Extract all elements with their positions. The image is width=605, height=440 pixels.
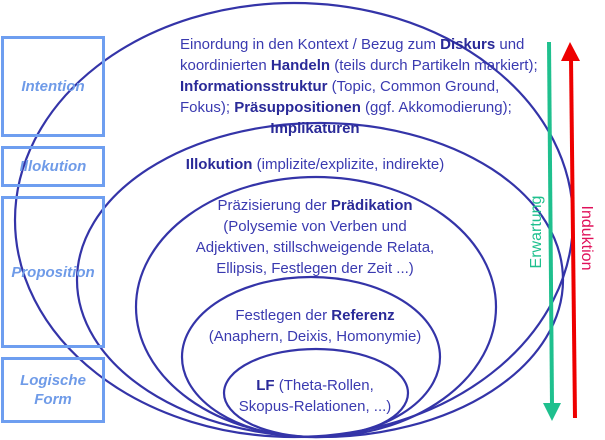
illokution-description: Illokution (implizite/explizite, indirek… xyxy=(185,156,445,173)
ellipse-lf xyxy=(222,347,410,439)
intention-description: Einordung in den Kontext / Bezug zum Dis… xyxy=(180,36,538,137)
level-illokution-box: Illokution xyxy=(1,146,105,187)
level-intention-box: Intention xyxy=(1,36,105,137)
level-intention-label: Intention xyxy=(21,78,85,95)
level-logische-form-box: Logische Form xyxy=(1,357,105,423)
level-logische-form-label-2: Form xyxy=(34,391,72,408)
lf-description: LF (Theta-Rollen, Skopus-Relationen, ...… xyxy=(238,377,392,415)
referenz-description: Festlegen der Referenz (Anaphern, Deixis… xyxy=(208,307,422,345)
praedikation-description: Präzisierung der Prädikation (Polysemie … xyxy=(195,197,435,277)
level-proposition-label: Proposition xyxy=(11,263,95,281)
expectation-label: Erwartung xyxy=(528,195,545,269)
induction-label: Induktion xyxy=(578,205,595,271)
level-logische-form-label-1: Logische xyxy=(20,372,86,389)
level-illokution-label: Illokution xyxy=(19,158,87,175)
induction-arrow xyxy=(561,42,580,419)
level-proposition-box: Proposition xyxy=(1,196,105,348)
expectation-arrow xyxy=(543,41,561,421)
